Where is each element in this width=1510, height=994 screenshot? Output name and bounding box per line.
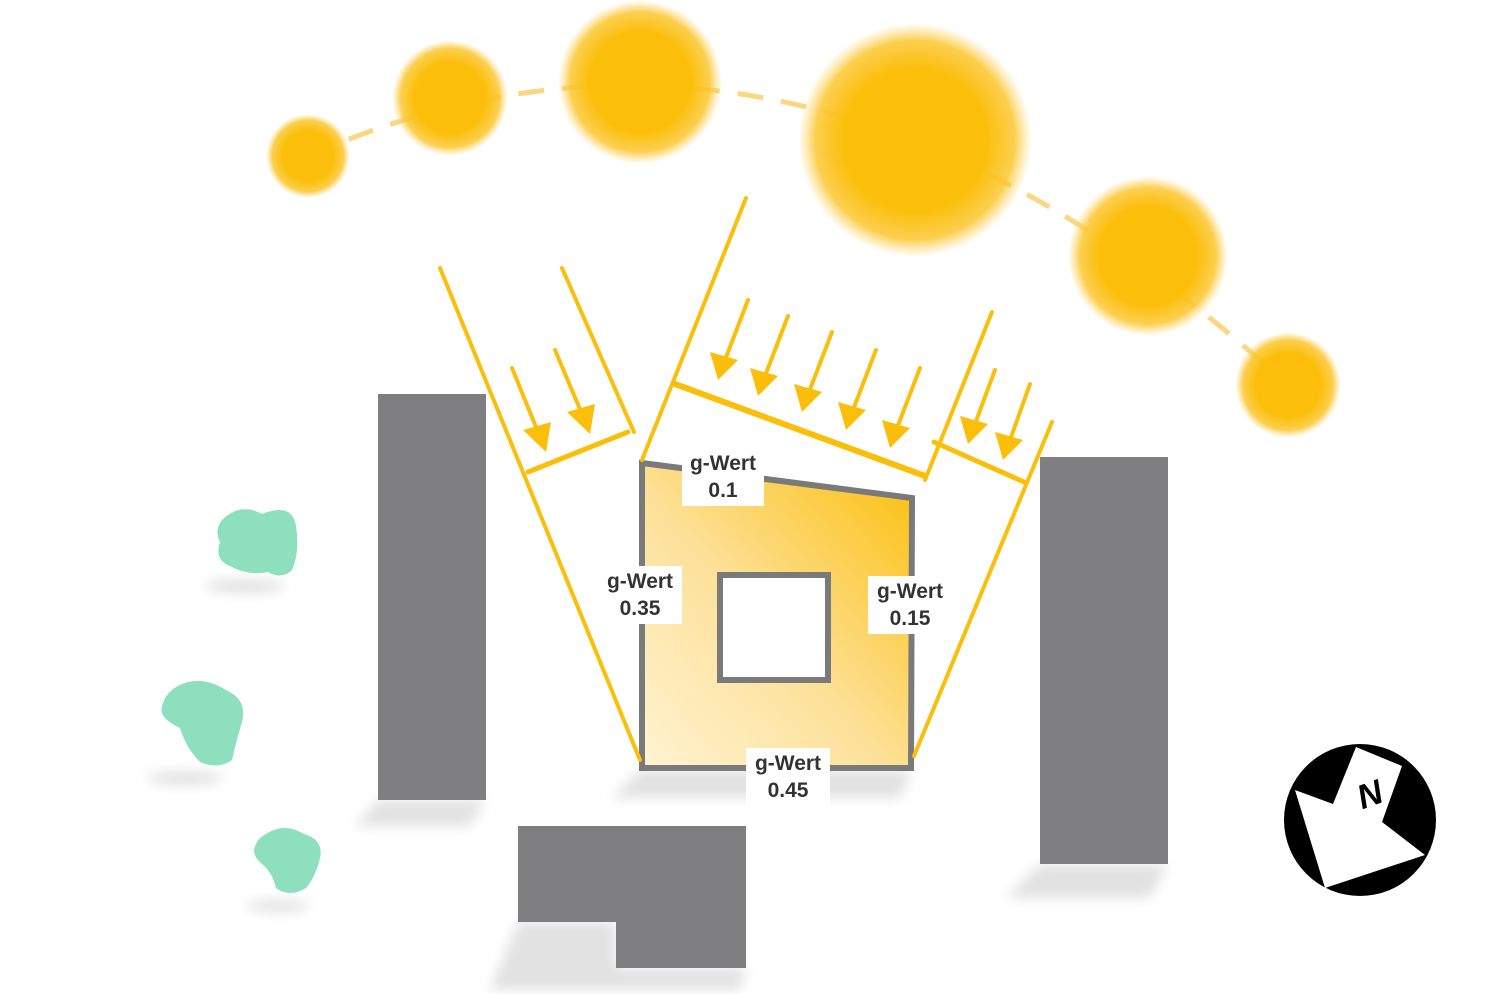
facade-label-south: g-Wert 0.45 bbox=[746, 748, 830, 806]
sun-icon bbox=[392, 40, 508, 156]
g-value-label: g-Wert bbox=[689, 452, 757, 475]
facade-label-east: g-Wert 0.15 bbox=[868, 576, 952, 634]
ray-line bbox=[912, 420, 1054, 758]
ray-line bbox=[931, 439, 1027, 485]
trees bbox=[161, 509, 321, 893]
building-east bbox=[1040, 457, 1168, 864]
arrow-down-icon bbox=[710, 352, 738, 380]
surrounding-buildings bbox=[378, 394, 1168, 968]
arrow-down-icon bbox=[567, 404, 595, 434]
sun-icon bbox=[266, 114, 350, 198]
arrow-down-icon bbox=[838, 402, 866, 430]
arrow-down-icon bbox=[995, 432, 1023, 460]
g-value-number: 0.45 bbox=[767, 779, 809, 802]
sun-icon bbox=[1068, 176, 1228, 336]
facade-label-north: g-Wert 0.1 bbox=[682, 448, 764, 506]
sun-icon bbox=[1235, 332, 1341, 438]
solar-rays bbox=[438, 196, 1054, 762]
sun-icon bbox=[798, 23, 1032, 257]
building-south bbox=[518, 826, 746, 968]
ray-line bbox=[560, 266, 636, 434]
g-value-label: g-Wert bbox=[876, 580, 944, 603]
courtyard bbox=[717, 572, 831, 683]
ray-line bbox=[640, 196, 748, 462]
facade-label-west: g-Wert 0.35 bbox=[598, 566, 682, 624]
tree-icon bbox=[254, 828, 321, 893]
arrow-down-icon bbox=[882, 420, 910, 448]
ray-line bbox=[438, 266, 642, 762]
g-value-number: 0.35 bbox=[619, 597, 661, 620]
compass bbox=[1284, 744, 1436, 896]
arrow-down-icon bbox=[523, 422, 551, 452]
suns bbox=[266, 0, 1341, 438]
building-west bbox=[378, 394, 486, 800]
g-value-number: 0.1 bbox=[708, 479, 738, 502]
arrow-down-icon bbox=[750, 368, 778, 396]
g-value-label: g-Wert bbox=[754, 752, 822, 775]
ray-line bbox=[525, 429, 631, 475]
ray-line bbox=[923, 310, 994, 482]
central-building bbox=[639, 459, 916, 771]
tree-icon bbox=[161, 680, 244, 766]
g-value-label: g-Wert bbox=[606, 570, 674, 593]
ray-line bbox=[672, 381, 928, 479]
arrow-down-icon bbox=[960, 416, 988, 444]
compass-north-arrow-icon bbox=[1295, 747, 1425, 888]
sun-icon bbox=[558, 0, 722, 164]
g-value-number: 0.15 bbox=[889, 607, 931, 630]
ray-arrows bbox=[510, 298, 1032, 460]
tree-icon bbox=[217, 509, 298, 576]
arrow-down-icon bbox=[794, 384, 822, 412]
